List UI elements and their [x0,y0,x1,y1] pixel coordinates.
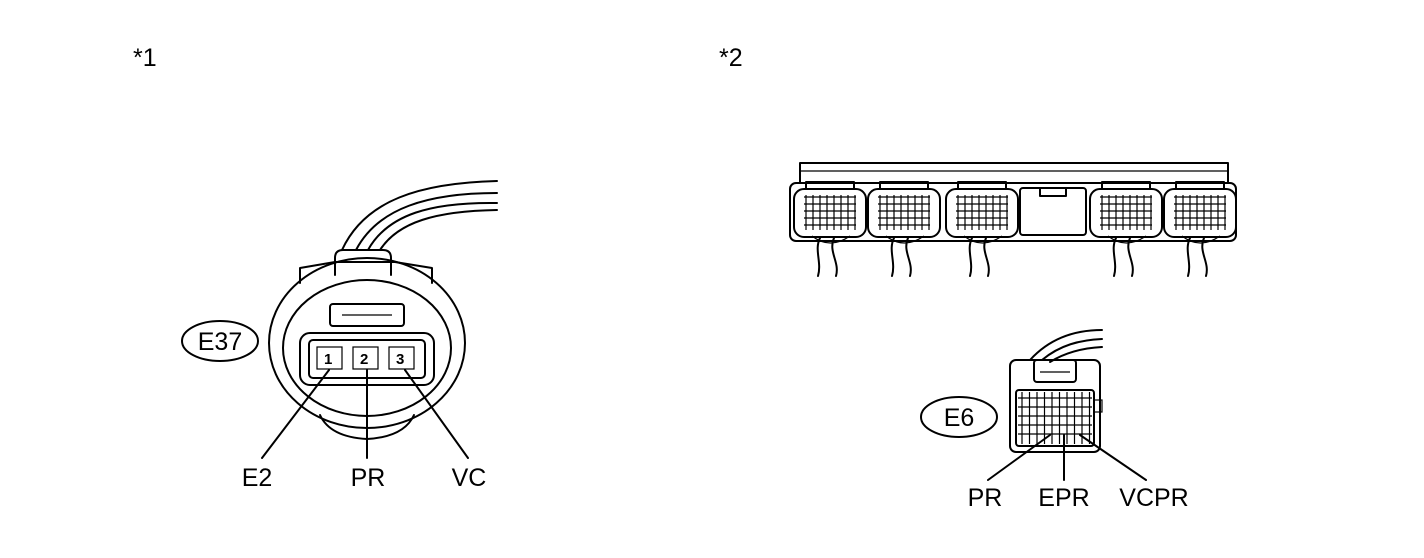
e6-wire-harness [1029,329,1103,363]
terminal-pr-label: PR [351,464,386,492]
terminal-pr-label-2: PR [968,484,1003,512]
e37-id-tag: E37 [181,320,259,362]
e37-label: E37 [198,328,242,356]
e6-connector [1009,359,1103,453]
e6-id-tag: E6 [920,396,998,438]
ecu-connector-4 [1089,181,1163,277]
terminal-e2-label: E2 [242,464,273,492]
e6-label: E6 [944,404,975,432]
panel-2: *2 [719,44,1237,512]
pin-number-1: 1 [324,351,332,368]
e6-pin-grid [1018,392,1092,444]
ecu-connector-3 [945,181,1019,277]
pin-number-3: 3 [396,351,404,368]
e6-leader-lines [987,434,1147,481]
terminal-epr-label: EPR [1038,484,1089,512]
ecu-housing [789,162,1237,242]
ecu-connector-5 [1163,181,1237,277]
pin-number-2: 2 [360,351,368,368]
e37-wire-harness [341,180,498,251]
ecu-center-block [1019,187,1087,236]
ecu-connectors [793,181,1237,277]
panel-1-marker: *1 [133,44,157,72]
ecu-connector-2 [867,181,941,277]
panel-1: *1 1 2 3 [133,44,498,492]
panel-2-marker: *2 [719,44,743,72]
e37-leader-lines [261,369,469,459]
terminal-vcpr-label: VCPR [1119,484,1188,512]
terminal-vc-label: VC [452,464,487,492]
ecu-connector-1 [793,181,867,277]
